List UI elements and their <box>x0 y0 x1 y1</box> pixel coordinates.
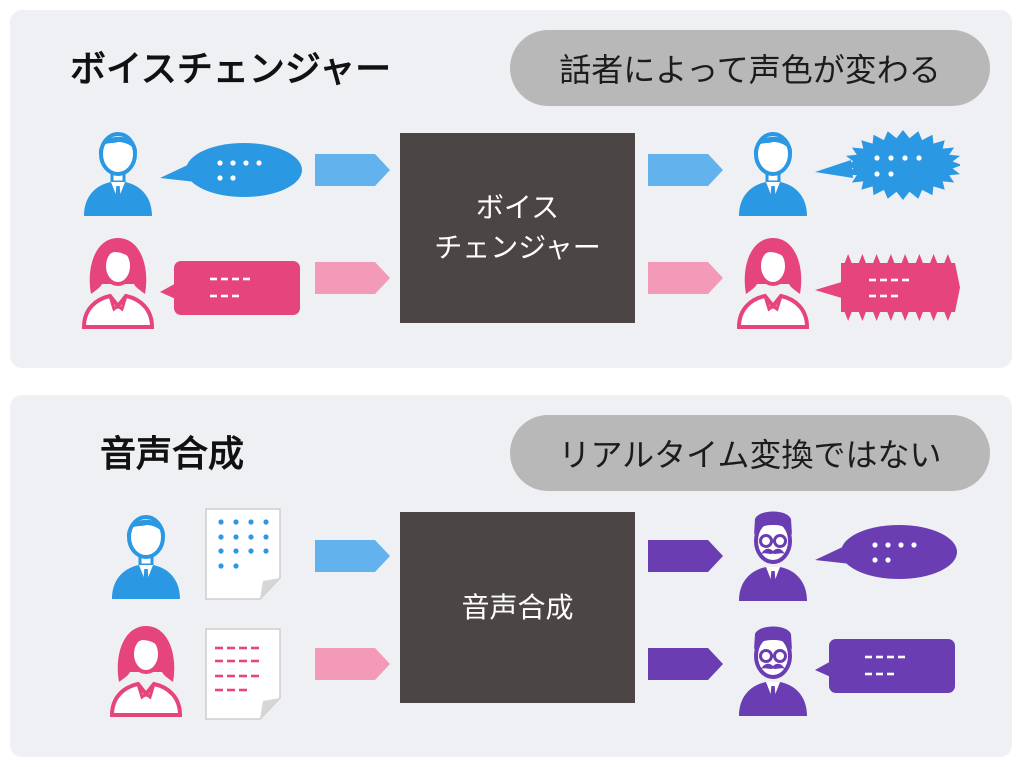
voice-changer-box: ボイス チェンジャー <box>400 133 635 323</box>
female-user-icon <box>78 232 158 330</box>
arrow-right-icon <box>315 154 390 186</box>
speech-bubble-icon <box>815 522 960 582</box>
arrow-right-icon <box>315 262 390 294</box>
arrow-right-icon <box>648 648 723 680</box>
note-pill: リアルタイム変換ではない <box>510 415 990 491</box>
speech-synthesis-box: 音声合成 <box>400 512 635 703</box>
panel-title: ボイスチェンジャー <box>70 49 392 90</box>
document-icon <box>205 628 281 720</box>
note-text: リアルタイム変換ではない <box>558 436 942 474</box>
spiky-speech-bubble-icon <box>815 250 960 325</box>
panel-title: 音声合成 <box>100 434 245 475</box>
speech-bubble-icon <box>160 140 305 200</box>
mustache-man-icon <box>733 620 813 718</box>
arrow-right-icon <box>315 540 390 572</box>
note-pill: 話者によって声色が変わる <box>510 30 990 106</box>
box-label-line: ボイス <box>475 191 560 224</box>
male-user-icon <box>106 505 186 600</box>
male-user-icon <box>733 122 813 217</box>
speech-synthesis-panel: 音声合成 リアルタイム変換ではない 音声合成 <box>10 395 1012 757</box>
document-icon <box>205 508 281 600</box>
box-label-line: チェンジャー <box>434 231 601 264</box>
speech-bubble-icon <box>160 258 305 318</box>
female-user-icon <box>733 232 813 330</box>
arrow-right-icon <box>648 262 723 294</box>
voice-changer-panel: ボイスチェンジャー 話者によって声色が変わる ボイス チェンジャー <box>10 10 1012 368</box>
box-label-line: 音声合成 <box>461 590 574 624</box>
mustache-man-icon <box>733 505 813 603</box>
speech-bubble-icon <box>815 636 960 696</box>
arrow-right-icon <box>648 154 723 186</box>
arrow-right-icon <box>648 540 723 572</box>
note-text: 話者によって声色が変わる <box>559 51 941 89</box>
female-user-icon <box>106 620 186 718</box>
male-user-icon <box>78 122 158 217</box>
arrow-right-icon <box>315 648 390 680</box>
spiky-speech-bubble-icon <box>815 128 960 203</box>
